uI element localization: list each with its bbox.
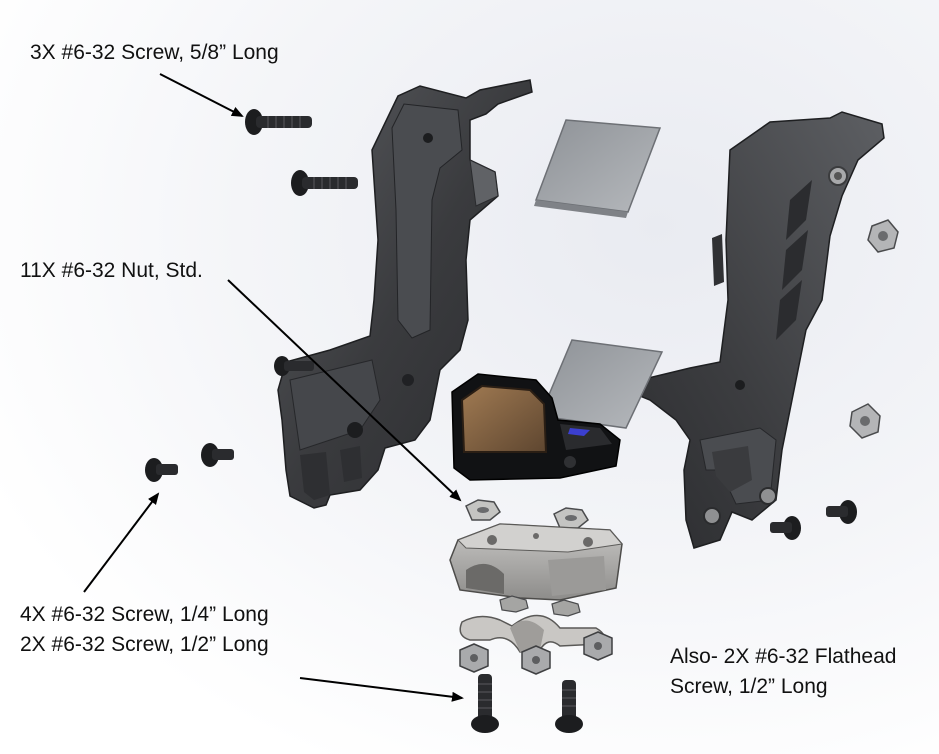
callout-screw-58: 3X #6-32 Screw, 5/8” Long: [30, 41, 279, 64]
hex-nut-below-base-left: [499, 595, 529, 613]
callout-screw-12: 2X #6-32 Screw, 1/2” Long: [20, 633, 269, 656]
callout-flathead-line2: Screw, 1/2” Long: [670, 675, 828, 698]
left-housing-shell: [277, 79, 533, 509]
hex-nut-clamp-right: [521, 645, 551, 675]
screw-14-long-1: [145, 458, 178, 482]
right-housing-shell: [628, 111, 885, 549]
screw-14-long-2: [201, 443, 234, 467]
red-dot-sight: [451, 373, 621, 481]
screw-14-long-4: [826, 500, 857, 524]
hex-nut-top-mount-right: [553, 507, 589, 529]
screw-14-long-3: [770, 516, 801, 540]
hex-nut-below-base-right: [551, 599, 581, 617]
hex-nut-right-upper: [867, 219, 899, 253]
rear-window-glass: [538, 339, 664, 429]
callout-nut-std: 11X #6-32 Nut, Std.: [20, 259, 203, 282]
arrow-screw-12: [299, 677, 464, 702]
screw-12-long-1: [471, 674, 499, 733]
hex-nut-right-lower: [849, 403, 881, 439]
callout-screw-14: 4X #6-32 Screw, 1/4” Long: [20, 603, 269, 626]
screw-58-long-2: [291, 170, 358, 196]
hex-nut-clamp-far-right: [583, 631, 613, 661]
clamp-plate: [459, 614, 605, 653]
top-window-glass: [534, 119, 662, 218]
base-mount-block: [449, 523, 623, 601]
arrow-screw-58: [159, 73, 244, 117]
screw-58-long-3: [274, 356, 314, 376]
callout-flathead-line1: Also- 2X #6-32 Flathead: [670, 645, 897, 668]
arrow-screw-14: [83, 492, 160, 593]
screw-58-long-1: [245, 109, 312, 135]
arrow-nut-std: [227, 279, 462, 502]
hex-nut-clamp-left: [459, 643, 489, 673]
hex-nut-top-mount-left: [465, 499, 501, 521]
screw-12-long-2: [555, 680, 583, 733]
